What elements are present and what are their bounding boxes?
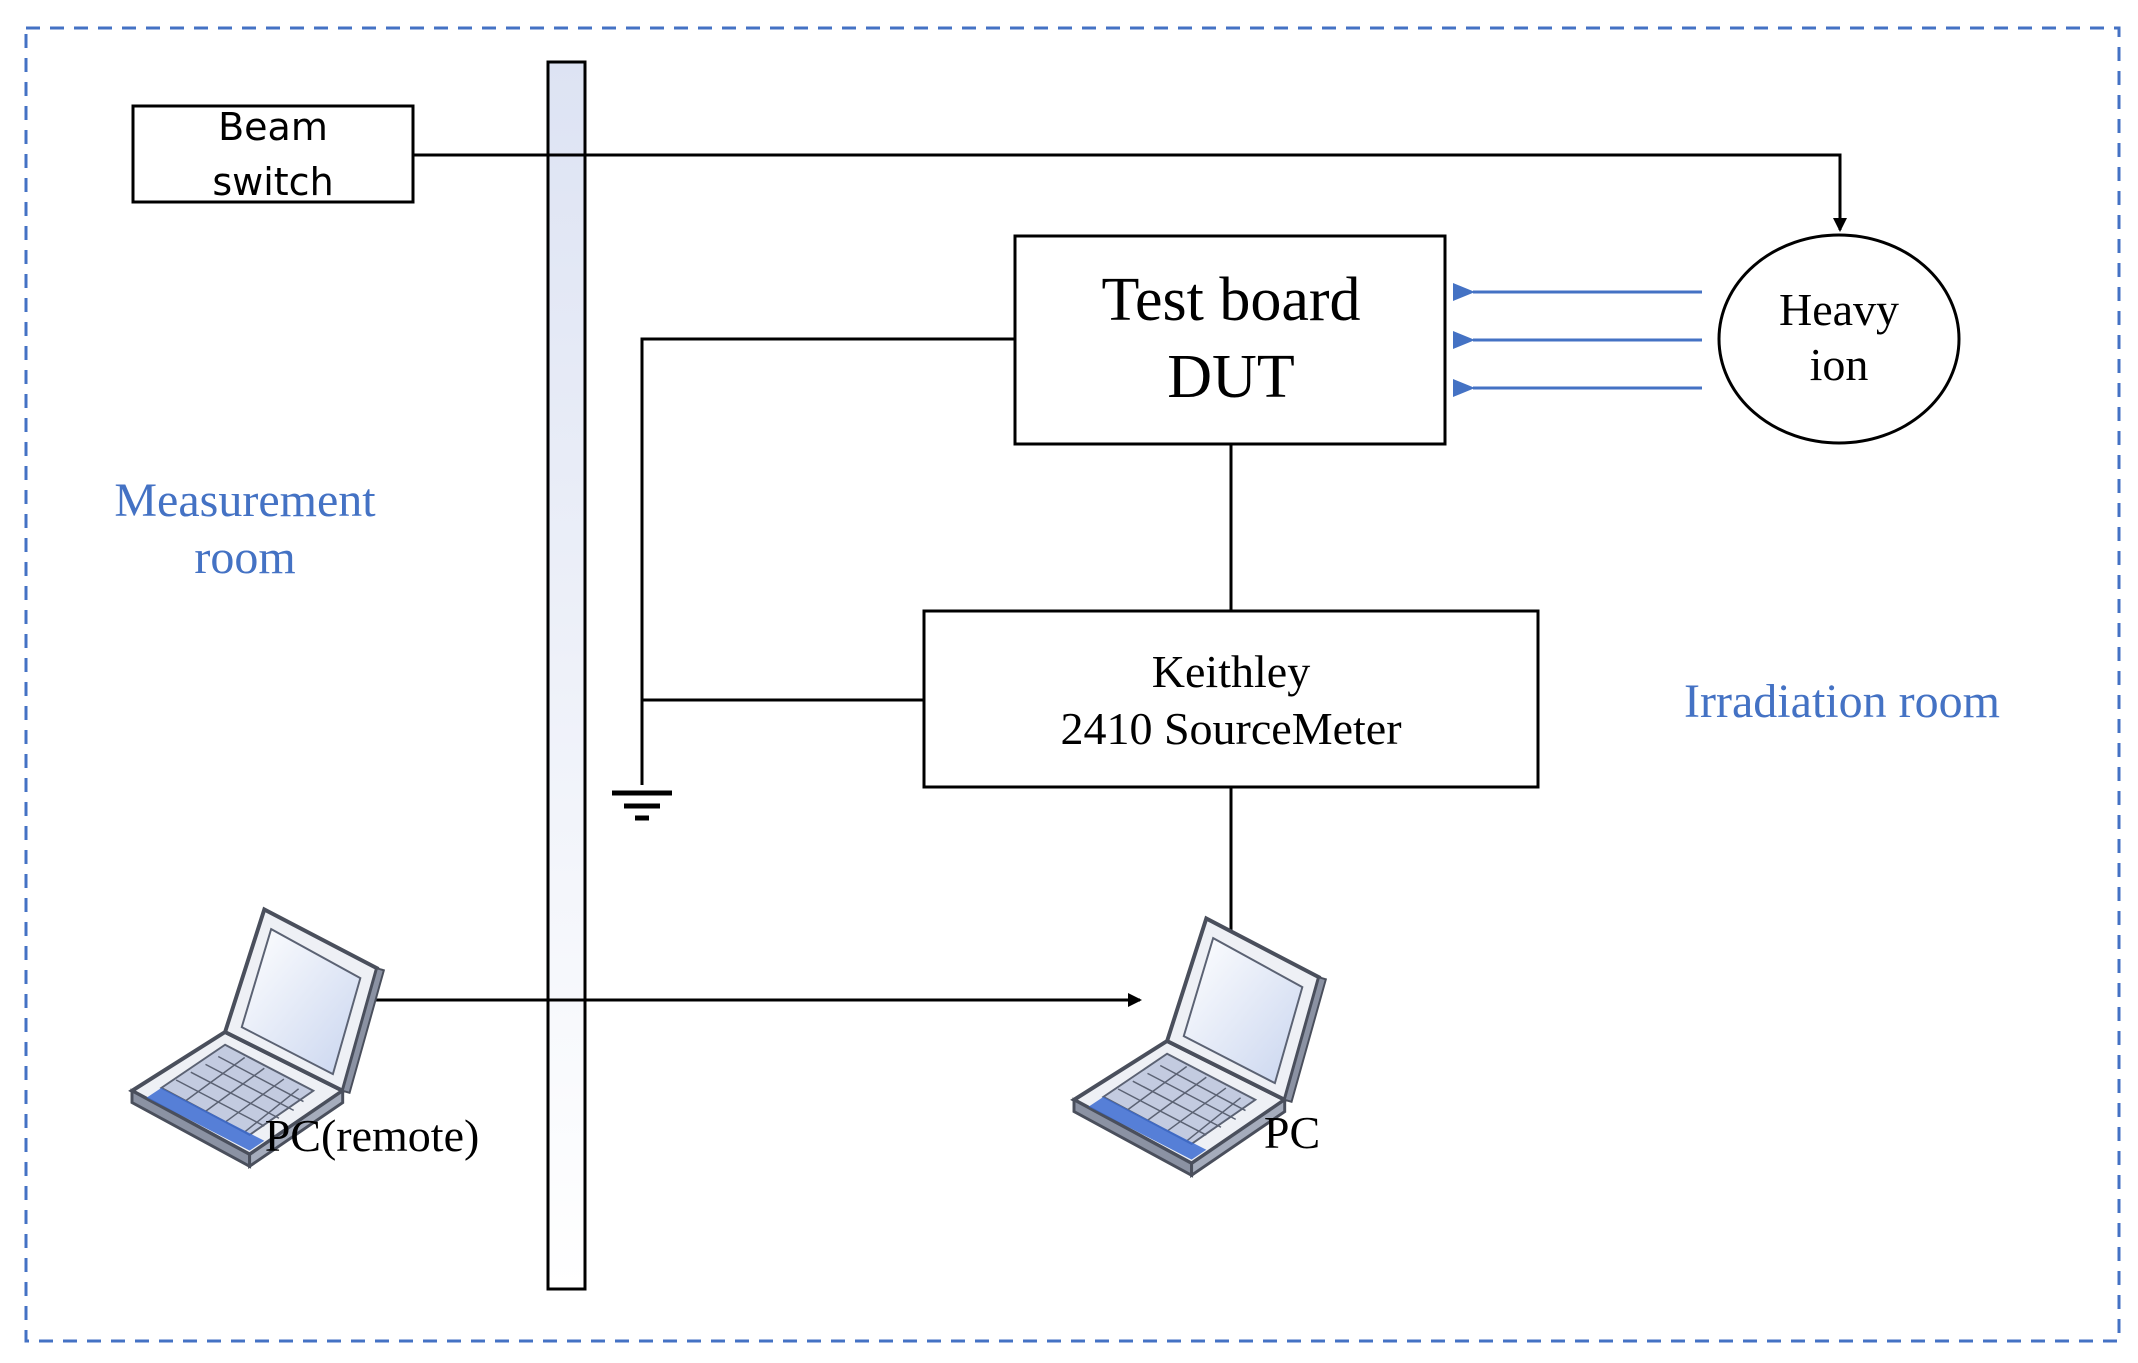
beam-switch-connector: [413, 153, 1847, 232]
ground-wire-test-board: [640, 337, 1015, 785]
heavy-ion-circle: [1717, 233, 1961, 445]
outer-border: [24, 26, 2121, 1343]
measurement-room-label-1: Measurement: [114, 474, 376, 527]
wall-divider: [546, 60, 587, 1291]
beam-switch-label-2: switch: [212, 160, 333, 204]
beam-switch-label-1: Beam: [218, 105, 328, 149]
test-board-box: [1013, 234, 1447, 446]
keithley-label-2: 2410 SourceMeter: [1060, 703, 1401, 754]
pc-label: PC: [1264, 1107, 1320, 1158]
keithley-label-1: Keithley: [1152, 646, 1310, 697]
heavy-ion-label-1: Heavy: [1779, 284, 1899, 335]
irradiation-room-label: Irradiation room: [1684, 675, 2000, 728]
test-board-label-1: Test board: [1101, 266, 1360, 334]
heavy-ion-label-2: ion: [1810, 339, 1869, 390]
measurement-room-label-2: room: [194, 531, 295, 584]
ground-icon: [612, 790, 672, 821]
keithley-box: [922, 609, 1540, 789]
pc-remote-label: PC(remote): [265, 1110, 480, 1161]
test-board-label-2: DUT: [1167, 343, 1294, 411]
